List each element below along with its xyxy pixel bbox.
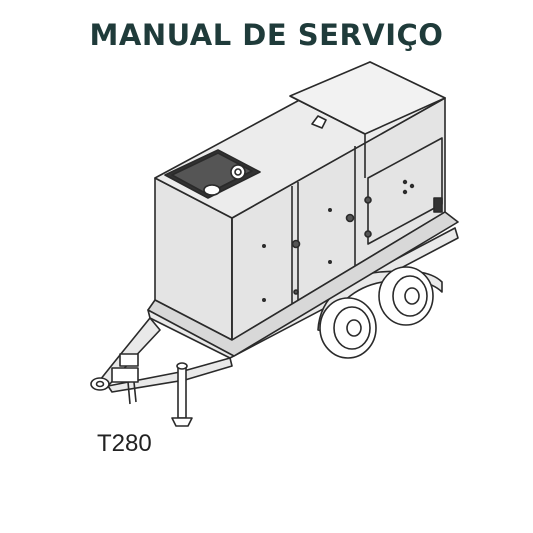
skid-base [147, 211, 459, 357]
model-label: T280 [97, 430, 152, 457]
jack-stand [177, 365, 187, 419]
lift-eye [311, 115, 327, 129]
trailer-generator-icon [90, 61, 459, 427]
manual-title: MANUAL DE SERVIÇO [89, 18, 444, 52]
exhaust-cap [203, 184, 221, 196]
hitch-block [111, 367, 139, 383]
